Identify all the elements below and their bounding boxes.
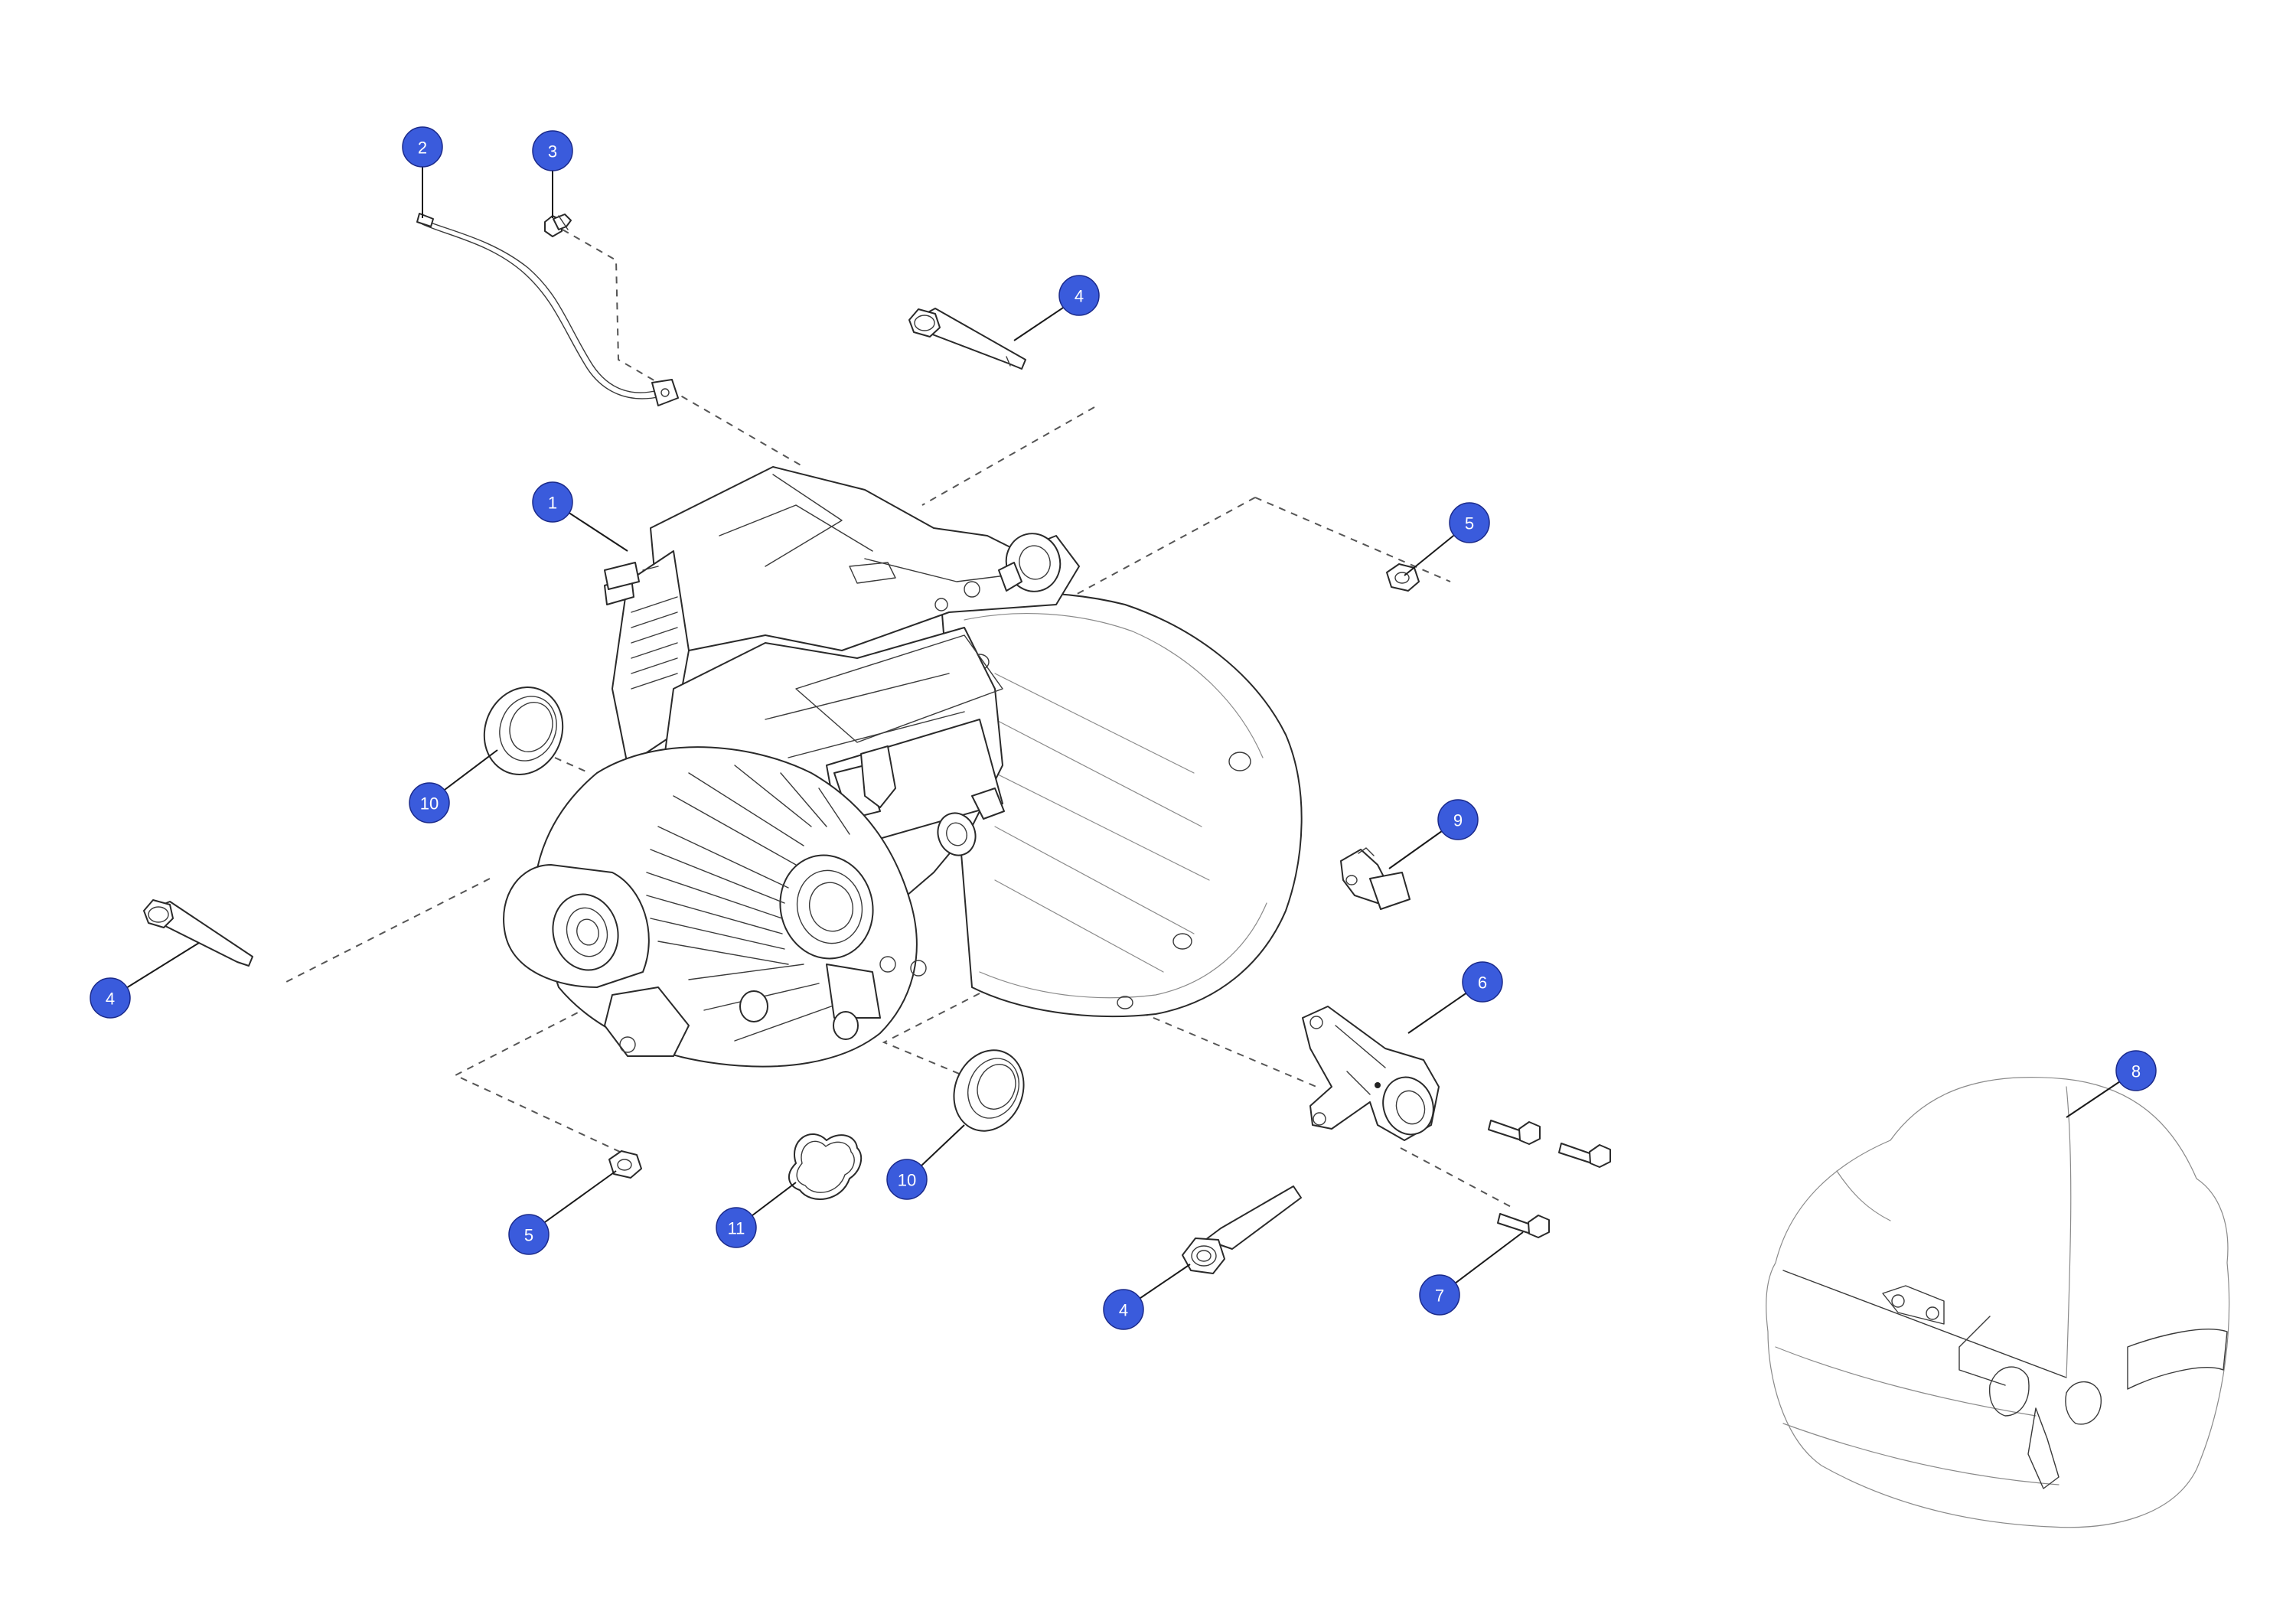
nut-bottom-part <box>608 1150 642 1179</box>
callout-11[interactable]: 11 <box>716 1207 757 1248</box>
callout-9[interactable]: 9 <box>1437 799 1479 840</box>
callout-4-top[interactable]: 4 <box>1058 275 1100 316</box>
small-bolt-a <box>1488 1120 1541 1145</box>
callout-label: 4 <box>1119 1301 1128 1320</box>
callout-4-bottom[interactable]: 4 <box>1103 1289 1144 1330</box>
long-bolt-left-part <box>143 899 253 967</box>
small-bolts-part <box>1488 1120 1611 1238</box>
callout-circle <box>1103 1289 1144 1330</box>
callout-circle <box>402 126 443 168</box>
oring-gasket-part <box>788 1133 863 1200</box>
transmission-housing-part <box>503 466 1303 1068</box>
callout-8[interactable]: 8 <box>2115 1050 2157 1091</box>
small-bolt-b <box>1558 1143 1611 1168</box>
callout-label: 5 <box>1465 514 1474 533</box>
callout-circle <box>1462 961 1503 1003</box>
seal-lower-part <box>953 1049 1025 1132</box>
callout-3[interactable]: 3 <box>532 130 573 171</box>
callout-label: 10 <box>898 1171 916 1190</box>
mount-bracket-part <box>1302 1006 1440 1141</box>
callout-circle <box>90 977 131 1019</box>
callout-label: 3 <box>548 142 557 161</box>
callout-circle <box>508 1214 550 1255</box>
callout-circle <box>1058 275 1100 316</box>
callout-circle <box>532 130 573 171</box>
callout-7[interactable]: 7 <box>1419 1274 1460 1316</box>
speed-sensor-part <box>1340 847 1411 910</box>
callout-10-lower[interactable]: 10 <box>886 1159 928 1200</box>
callout-10-upper[interactable]: 10 <box>409 782 450 823</box>
callout-circle <box>1437 799 1479 840</box>
callout-label: 4 <box>106 990 115 1009</box>
callout-circle <box>1449 502 1490 543</box>
long-bolt-top-part <box>908 308 1026 370</box>
callout-label: 2 <box>418 139 427 158</box>
callout-circle <box>532 481 573 523</box>
small-bolt-c <box>1497 1213 1550 1238</box>
long-bolt-bottom-part <box>1182 1185 1302 1274</box>
callout-circle <box>1419 1274 1460 1316</box>
callout-label: 8 <box>2131 1062 2141 1081</box>
callout-label: 7 <box>1435 1286 1444 1306</box>
callout-label: 9 <box>1453 811 1463 830</box>
callout-circle <box>409 782 450 823</box>
callout-6[interactable]: 6 <box>1462 961 1503 1003</box>
callout-label: 1 <box>548 494 557 513</box>
callout-2[interactable]: 2 <box>402 126 443 168</box>
callout-1[interactable]: 1 <box>532 481 573 523</box>
cover-shroud-part <box>1766 1077 2230 1528</box>
callout-circle <box>2115 1050 2157 1091</box>
callout-4-left[interactable]: 4 <box>90 977 131 1019</box>
assembly-dashed-lines <box>282 229 1516 1210</box>
callout-5-bottom[interactable]: 5 <box>508 1214 550 1255</box>
small-screw-part <box>544 214 572 237</box>
callout-label: 5 <box>524 1226 533 1245</box>
ground-strap-part <box>416 213 679 406</box>
callouts: 2 3 4 1 5 10 9 4 <box>90 126 2157 1330</box>
callout-circle <box>716 1207 757 1248</box>
callout-label: 11 <box>728 1219 745 1238</box>
callout-label: 10 <box>420 794 439 814</box>
callout-5-right[interactable]: 5 <box>1449 502 1490 543</box>
callout-label: 6 <box>1478 973 1487 993</box>
callout-circle <box>886 1159 928 1200</box>
callout-label: 4 <box>1075 287 1084 306</box>
seal-upper-part <box>483 686 564 775</box>
